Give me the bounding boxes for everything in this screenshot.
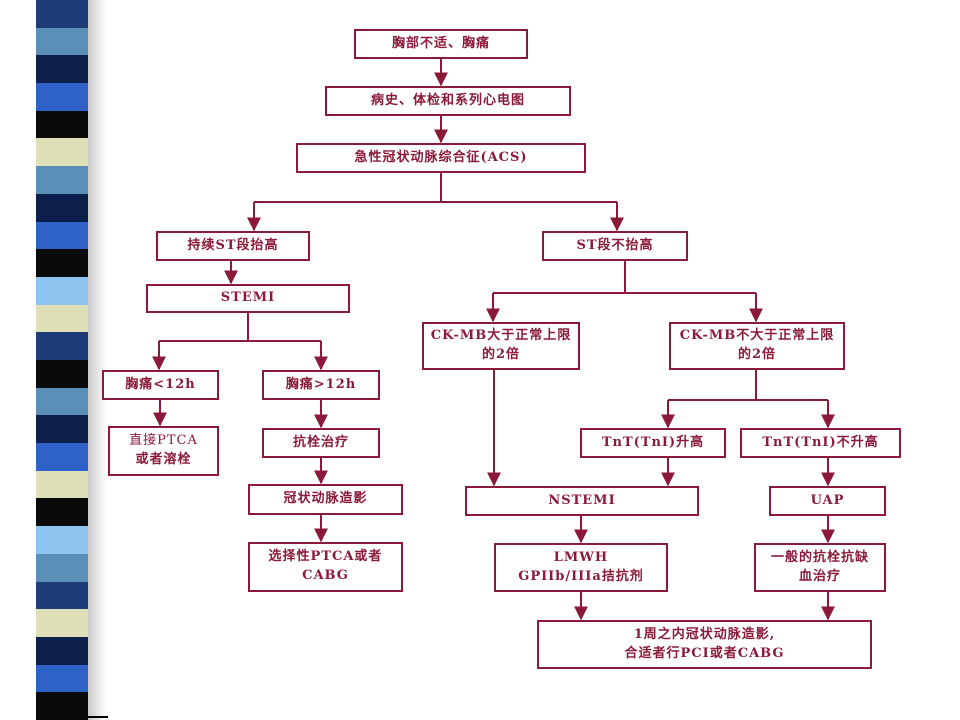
stripe-segment — [36, 692, 88, 720]
node-ckmb-normal: CK-MB不大于正常上限 的2倍 — [669, 322, 845, 370]
stripe-segment — [36, 526, 88, 555]
node-no-st-elevation-line1: ST段不抬高 — [576, 237, 654, 253]
stripe-segment — [36, 636, 88, 666]
node-uap: UAP — [769, 486, 886, 516]
stripe-segment — [36, 553, 88, 583]
node-selective-ptca: 选择性PTCA或者 CABG — [248, 542, 403, 592]
node-pain-gt-12h-line1: 胸痛>12h — [285, 376, 357, 392]
node-lmwh-line1: LMWH — [553, 549, 609, 565]
node-direct-ptca: 直接PTCA 或者溶栓 — [108, 426, 219, 476]
stripe-segment — [36, 664, 88, 693]
stripe-segment — [36, 387, 88, 416]
stripe-segment — [36, 221, 88, 250]
decorative-stripe-bar — [36, 0, 88, 720]
stripe-segment — [36, 166, 88, 195]
node-stemi-line1: STEMI — [220, 290, 276, 306]
node-ckmb-normal-line2: 的2倍 — [737, 347, 777, 362]
node-uap-line1: UAP — [810, 492, 845, 508]
stripe-segment — [36, 138, 88, 167]
node-pain-lt-12h-line1: 胸痛<12h — [125, 376, 196, 392]
node-history-ecg: 病史、体检和系列心电图 — [325, 86, 571, 116]
node-ckmb-high-line2: 的2倍 — [481, 347, 521, 362]
stripe-shadow — [88, 0, 106, 720]
node-one-week: 1周之内冠状动脉造影, 合适者行PCI或者CABG — [537, 620, 872, 669]
node-general-treatment-line2: 血治疗 — [798, 568, 841, 584]
stripe-segment — [36, 360, 88, 389]
stripe-segment — [36, 27, 88, 56]
node-angiography: 冠状动脉造影 — [248, 484, 403, 515]
node-st-elevation: 持续ST段抬高 — [156, 231, 310, 261]
stripe-segment — [36, 498, 88, 527]
node-stemi: STEMI — [146, 284, 350, 313]
node-chest-pain-line1: 胸部不适、胸痛 — [391, 35, 490, 51]
node-tnt-up: TnT(TnI)升高 — [580, 428, 726, 458]
node-acs-line1: 急性冠状动脉综合征(ACS) — [354, 149, 528, 165]
node-tnt-up-line1: TnT(TnI)升高 — [601, 434, 705, 450]
node-acs: 急性冠状动脉综合征(ACS) — [296, 143, 586, 173]
node-nstemi: NSTEMI — [465, 486, 699, 516]
node-ckmb-high-line1: CK-MB大于正常上限 — [430, 328, 572, 344]
node-tnt-not-up: TnT(TnI)不升高 — [740, 428, 901, 458]
stripe-segment — [36, 415, 88, 444]
node-lmwh: LMWH GPIIb/IIIa拮抗剂 — [494, 543, 668, 592]
node-lmwh-line2: GPIIb/IIIa拮抗剂 — [518, 568, 644, 584]
stripe-segment — [36, 0, 88, 29]
node-angiography-line1: 冠状动脉造影 — [283, 491, 368, 507]
node-general-treatment-line1: 一般的抗栓抗缺 — [770, 549, 869, 565]
stripe-segment — [36, 276, 88, 306]
node-tnt-not-up-line1: TnT(TnI)不升高 — [762, 434, 879, 450]
node-no-st-elevation: ST段不抬高 — [542, 231, 688, 261]
node-ckmb-normal-line1: CK-MB不大于正常上限 — [679, 328, 835, 344]
stripe-segment — [36, 609, 88, 638]
node-one-week-line1: 1周之内冠状动脉造影, — [633, 626, 776, 642]
stripe-segment — [36, 332, 88, 361]
node-direct-ptca-line1: 直接PTCA — [129, 433, 198, 449]
node-one-week-line2: 合适者行PCI或者CABG — [624, 645, 785, 661]
node-pain-gt-12h: 胸痛>12h — [262, 370, 380, 400]
node-chest-pain: 胸部不适、胸痛 — [354, 29, 528, 59]
stripe-segment — [36, 83, 88, 112]
node-direct-ptca-line2: 或者溶栓 — [135, 452, 192, 467]
stripe-segment — [36, 304, 88, 333]
stripe-segment — [36, 581, 88, 610]
stripe-segment — [36, 55, 88, 84]
node-selective-ptca-line1: 选择性PTCA或者 — [268, 549, 383, 565]
bottom-edge-line — [88, 716, 108, 718]
node-history-ecg-line1: 病史、体检和系列心电图 — [370, 92, 525, 108]
node-nstemi-line1: NSTEMI — [548, 492, 616, 508]
node-ckmb-high: CK-MB大于正常上限 的2倍 — [422, 322, 580, 370]
stripe-segment — [36, 443, 88, 472]
stripe-segment — [36, 470, 88, 499]
stripe-segment — [36, 249, 88, 278]
stripe-segment — [36, 193, 88, 223]
node-general-treatment: 一般的抗栓抗缺 血治疗 — [754, 543, 886, 592]
node-selective-ptca-line2: CABG — [302, 568, 349, 583]
node-antithrombotic-line1: 抗栓治疗 — [292, 434, 349, 450]
node-antithrombotic: 抗栓治疗 — [262, 428, 380, 458]
stripe-segment — [36, 110, 88, 139]
node-pain-lt-12h: 胸痛<12h — [102, 370, 219, 400]
node-st-elevation-line1: 持续ST段抬高 — [187, 237, 279, 253]
